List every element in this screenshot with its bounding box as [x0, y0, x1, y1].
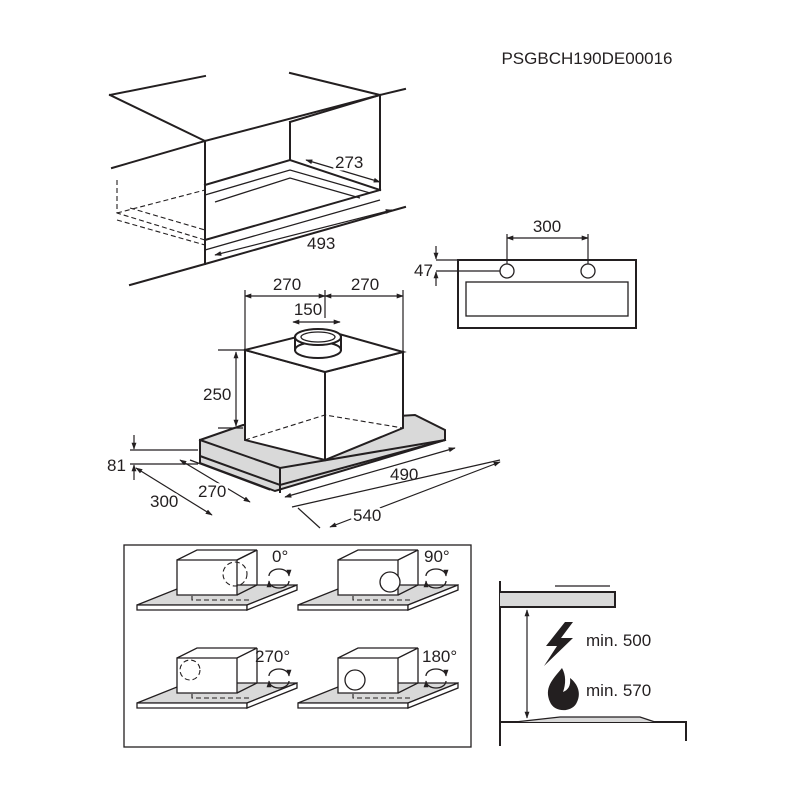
dim-cutout-depth: 273 [335, 153, 363, 172]
clearance-gas: min. 570 [586, 681, 651, 700]
rotation-90: 90° [297, 547, 459, 611]
hood-drawing: 270 270 150 250 81 300 [107, 273, 501, 529]
rotation-180: 180° [297, 647, 459, 709]
rotation-label-180: 180° [422, 647, 457, 666]
rotation-label-0: 0° [272, 547, 288, 566]
dim-cutout-width: 493 [307, 234, 335, 253]
duct-panel-drawing: 300 47 [414, 217, 637, 329]
dim-box-height: 250 [203, 385, 231, 404]
clearance-electric: min. 500 [586, 631, 651, 650]
dim-left-offset: 270 [273, 275, 301, 294]
dim-hole-spacing: 300 [533, 217, 561, 236]
dim-width-outer: 540 [353, 506, 381, 525]
document-code: PSGBCH190DE00016 [501, 49, 672, 68]
flame-icon [547, 668, 579, 711]
rotation-label-270: 270° [255, 647, 290, 666]
dim-depth-inner: 270 [198, 482, 226, 501]
dim-panel-height: 81 [107, 456, 126, 475]
rotation-0: 0° [136, 547, 298, 611]
clearance-drawing: min. 500 min. 570 [499, 581, 687, 746]
dim-outlet-diameter: 150 [294, 300, 322, 319]
cabinet-drawing: 273 493 [108, 71, 407, 287]
lightning-icon [544, 622, 573, 666]
dim-hole-height: 47 [414, 261, 433, 280]
dim-depth-outer: 300 [150, 492, 178, 511]
rotation-label-90: 90° [424, 547, 450, 566]
rotation-270: 270° [136, 647, 298, 709]
dim-right-offset: 270 [351, 275, 379, 294]
rotation-panel: 0° 90° 270° 180° [123, 544, 472, 748]
